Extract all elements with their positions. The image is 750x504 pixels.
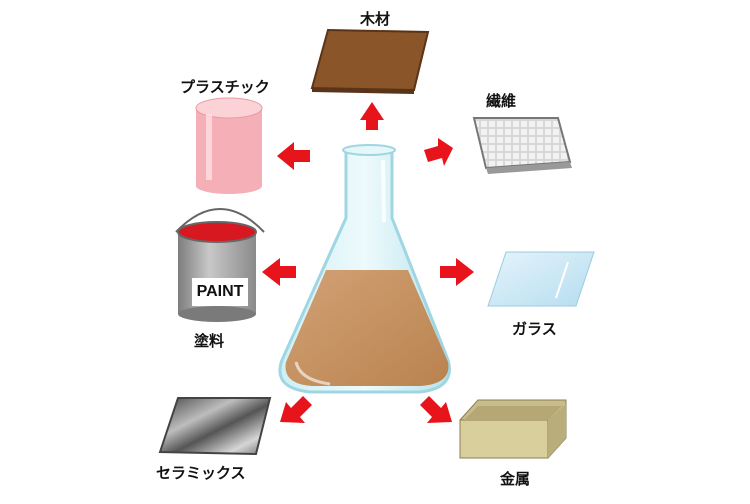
ceramics-plate — [158, 397, 272, 456]
fiber-mesh — [472, 117, 572, 174]
arrow-left-paint — [262, 258, 296, 286]
label-ceramics: セラミックス — [156, 464, 246, 482]
wood-board — [310, 28, 430, 94]
glass-plate — [487, 251, 595, 307]
flask — [278, 144, 451, 394]
arrows — [262, 102, 474, 423]
arrow-left-plastic — [277, 142, 310, 170]
label-wood: 木材 — [360, 10, 391, 28]
label-plastic: プラスチック — [180, 78, 270, 96]
arrow-down-right-metal — [420, 396, 452, 423]
label-fiber: 繊維 — [486, 92, 517, 110]
plastic-cylinder — [195, 97, 263, 194]
label-glass: ガラス — [512, 320, 557, 338]
paint-can — [175, 208, 265, 322]
arrow-down-left-ceramics — [280, 396, 312, 423]
label-metal: 金属 — [500, 470, 531, 488]
arrow-up-wood — [360, 102, 384, 130]
label-paint: 塗料 — [194, 332, 225, 350]
arrow-right-glass — [440, 258, 474, 286]
metal-box — [459, 399, 567, 459]
flask-liquid — [285, 270, 449, 386]
paint-can-text: PAINT — [196, 283, 244, 300]
arrow-right-fiber — [424, 138, 453, 166]
